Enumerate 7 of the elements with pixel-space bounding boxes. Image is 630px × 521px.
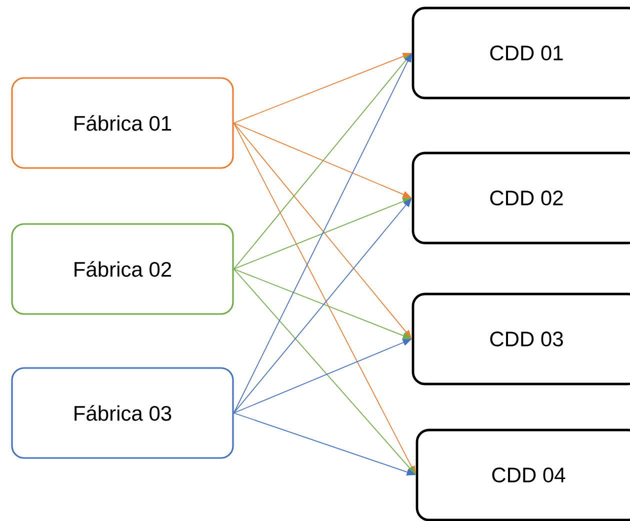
process-box: CDD 03 xyxy=(412,292,630,386)
process-box: Fábrica 01 xyxy=(11,77,234,169)
process-box: Fábrica 02 xyxy=(11,223,234,315)
process-box: CDD 02 xyxy=(412,152,630,244)
process-box: Fábrica 03 xyxy=(11,367,234,459)
process-box: CDD 04 xyxy=(416,428,630,521)
process-box: CDD 01 xyxy=(412,6,630,100)
